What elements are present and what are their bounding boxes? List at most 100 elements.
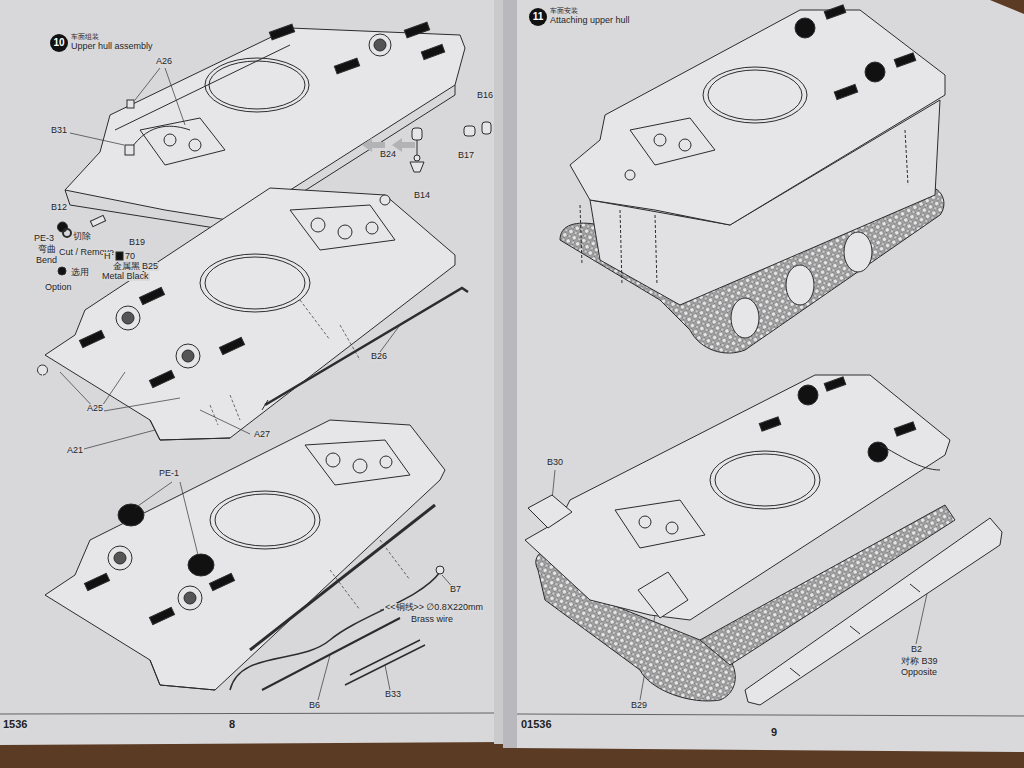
part-label: Metal Black <box>101 272 150 281</box>
illustration-rect <box>125 145 134 155</box>
illustration-path <box>58 222 68 232</box>
illustration-rect <box>139 287 164 304</box>
illustration-polygon <box>140 118 225 165</box>
illustration-line <box>70 133 124 145</box>
part-label: B19 <box>128 238 146 247</box>
part-label: B25 <box>141 262 159 271</box>
illustration-circle <box>353 459 367 473</box>
illustration-line <box>790 668 800 676</box>
illustration-rect <box>464 126 475 136</box>
illustration-line <box>850 626 860 634</box>
illustration-rect <box>209 573 234 590</box>
illustration-circle <box>108 546 132 570</box>
table-corner <box>990 0 1024 14</box>
illustration-path <box>250 505 435 650</box>
illustration-circle <box>122 312 134 324</box>
illustration-ellipse <box>731 298 759 338</box>
illustration-polygon <box>630 118 715 165</box>
illustration-path <box>880 445 940 470</box>
illustration-rect <box>824 377 846 391</box>
illustration-circle <box>798 385 818 405</box>
illustration-line <box>230 395 240 420</box>
illustration-rect <box>412 128 422 140</box>
illustration-ellipse <box>715 454 815 506</box>
illustration-circle <box>176 344 200 368</box>
part-label: 选用 <box>70 268 90 277</box>
page-number: 9 <box>770 727 778 739</box>
part-label: B30 <box>546 458 564 467</box>
step-title-text: 车面组装 <box>71 34 153 42</box>
illustration-rect <box>834 84 857 99</box>
illustration-ellipse <box>844 232 872 272</box>
illustration-ellipse <box>710 451 820 509</box>
illustration-line <box>80 430 155 450</box>
part-label: B6 <box>308 701 321 710</box>
part-label: B24 <box>379 150 397 159</box>
hull-bottom-right <box>525 375 1002 705</box>
step-heading: 10车面组装Upper hull assembly <box>50 34 153 52</box>
part-label: 弯曲 <box>37 245 57 254</box>
illustration-circle <box>679 139 691 151</box>
illustration-rect <box>127 100 134 108</box>
part-label: 金属黑 <box>112 262 141 271</box>
illustration-rect <box>334 58 359 74</box>
illustration-circle <box>326 453 340 467</box>
illustration-circle <box>868 442 888 462</box>
illustration-circle <box>380 195 390 205</box>
gutter-shadow <box>503 0 517 748</box>
illustration-circle <box>369 34 391 56</box>
illustration-line <box>300 300 330 340</box>
hull-bottom-left <box>45 420 445 690</box>
illustration-polygon <box>745 518 1002 705</box>
illustration-ellipse <box>703 67 807 123</box>
illustration-rect <box>759 417 781 431</box>
illustration-ellipse <box>188 554 214 576</box>
part-label: B12 <box>50 203 68 212</box>
illustration-circle <box>164 134 176 146</box>
illustration-line <box>200 410 250 434</box>
part-label: B29 <box>630 701 648 710</box>
illustration-polygon <box>570 10 945 225</box>
illustration-rect <box>149 370 174 387</box>
part-label: A26 <box>155 57 173 66</box>
page-number: 1536 <box>2 719 28 731</box>
part-label: B33 <box>384 690 402 699</box>
part-label: PE-1 <box>158 469 180 478</box>
illustration-polygon <box>638 572 688 618</box>
right-page <box>514 0 1024 752</box>
illustration-line <box>340 325 360 360</box>
illustration-circle <box>63 229 71 237</box>
illustration-line <box>580 205 582 265</box>
illustration-circle <box>795 18 815 38</box>
part-label: Bend <box>35 256 58 265</box>
illustration-circle <box>338 225 352 239</box>
illustration-circle <box>865 62 885 82</box>
illustration-circle <box>414 155 420 161</box>
illustration-polyline <box>150 660 215 690</box>
illustration-line <box>180 482 198 555</box>
illustration-line <box>380 540 410 580</box>
part-label: A21 <box>66 446 84 455</box>
illustration-line <box>115 45 290 130</box>
step-title-text: Upper hull assembly <box>71 42 153 52</box>
illustration-path <box>38 365 48 375</box>
illustration-circle <box>178 586 202 610</box>
part-label: B17 <box>457 151 475 160</box>
illustration-path <box>130 126 190 150</box>
illustration-path <box>230 572 440 690</box>
illustration-circle <box>366 222 378 234</box>
illustration-line <box>620 210 622 285</box>
illustration-rect <box>894 53 916 67</box>
illustration-circle <box>436 566 444 574</box>
illustration-line <box>165 68 185 125</box>
illustration-ellipse <box>209 61 305 109</box>
illustration-line <box>318 655 330 700</box>
illustration-circle <box>182 350 194 362</box>
part-label: 70 <box>124 252 136 261</box>
illustration-circle <box>184 592 196 604</box>
illustration-ellipse <box>215 494 315 546</box>
hull-middle-left <box>38 188 469 440</box>
illustration-line <box>910 584 920 592</box>
illustration-rect <box>90 215 105 226</box>
